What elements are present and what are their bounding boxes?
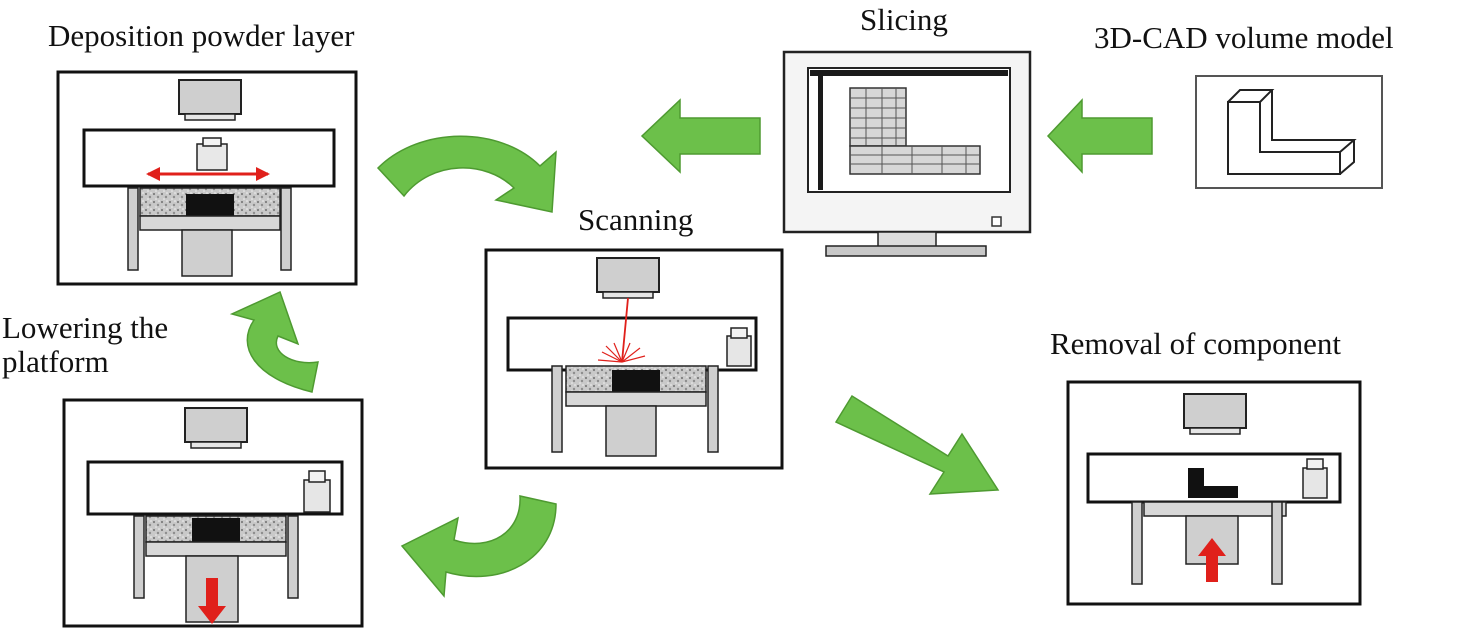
label-3d-cad-volume-model: 3D-CAD volume model [1094,20,1394,55]
arrow-slicing-to-deposition [640,98,761,174]
label-lowering-line-1: Lowering the [2,310,169,345]
arrow-deposition-to-scanning [376,135,557,213]
stage-deposition-panel [56,70,358,286]
arrow-scanning-to-removal [834,394,1000,495]
label-scanning: Scanning [578,202,694,237]
arrow-scanning-to-lowering [400,495,557,598]
label-deposition-powder-layer: Deposition powder layer [48,18,355,53]
stage-scanning-panel [484,248,784,470]
label-lowering-line-2: platform [2,344,109,379]
stage-removal-panel [1066,380,1362,606]
arrow-lowering-to-deposition [229,290,319,393]
slicing-computer-icon [782,50,1032,257]
arrow-cad-to-slicing [1046,98,1153,174]
label-removal-of-component: Removal of component [1050,326,1341,361]
cad-model-icon [1195,75,1383,189]
label-slicing: Slicing [860,2,948,37]
stage-lowering-panel [62,398,364,628]
